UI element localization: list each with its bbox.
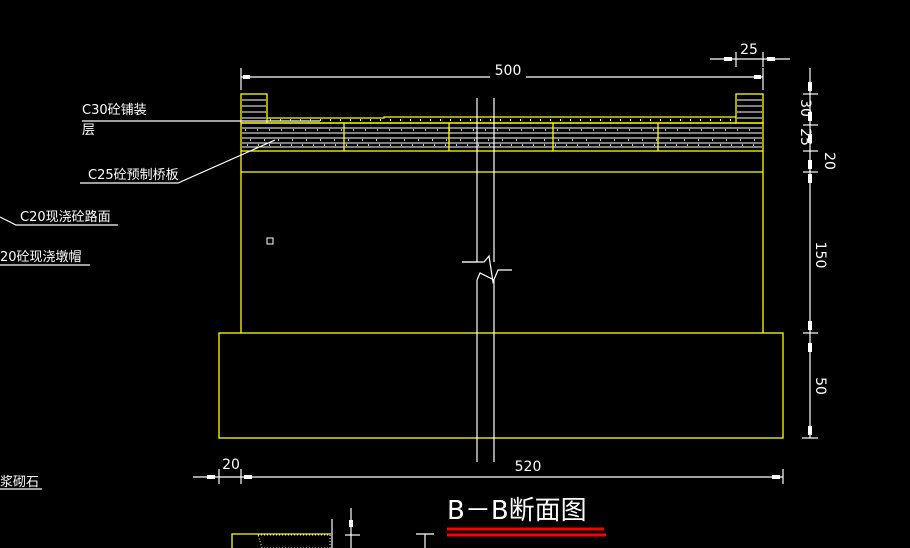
label-c30-paving: C30砼铺装 层 <box>82 103 320 138</box>
svg-text:20砼现浇墩帽: 20砼现浇墩帽 <box>0 249 82 265</box>
dim-text-520: 520 <box>515 459 542 475</box>
dim-text-500: 500 <box>495 63 522 79</box>
label-masonry: 浆砌石 <box>0 475 42 490</box>
break-line <box>462 98 513 462</box>
label-c20-road: C20现浇砼路面 <box>0 209 118 226</box>
partial-next-drawing <box>231 508 434 548</box>
dim-text-25: 25 <box>740 42 758 58</box>
section-title: B－B断面图 <box>447 496 606 537</box>
svg-text:浆砌石: 浆砌石 <box>0 475 39 490</box>
right-parapet <box>735 93 764 124</box>
title-text: B－B断面图 <box>447 496 587 526</box>
dim-text-20-vertical: 20 <box>821 152 837 170</box>
footing <box>218 332 784 439</box>
label-c20-cap: 20砼现浇墩帽 <box>0 249 90 266</box>
svg-text:层: 层 <box>82 123 95 138</box>
dimension-parapet-width: 25 <box>710 42 790 67</box>
c30-paving-layer <box>267 116 736 124</box>
left-parapet <box>240 93 268 124</box>
pier-body <box>240 151 764 333</box>
svg-text:C20现浇砼路面: C20现浇砼路面 <box>20 209 111 225</box>
c25-precast-slab <box>240 122 764 152</box>
svg-text:C30砼铺装: C30砼铺装 <box>82 103 147 118</box>
label-c25-slab: C25砼预制桥板 <box>80 139 276 184</box>
dim-text-50: 50 <box>812 377 828 395</box>
dim-text-25-vertical: 25 <box>797 128 813 146</box>
dim-text-30: 30 <box>797 99 813 117</box>
dim-text-150: 150 <box>812 242 828 269</box>
dimension-top-width: 500 <box>240 63 764 90</box>
svg-text:C25砼预制桥板: C25砼预制桥板 <box>88 168 179 183</box>
dim-text-20: 20 <box>222 457 240 473</box>
dimension-right-vertical: 30 25 20 150 50 <box>797 68 837 439</box>
dimension-bottom: 20 520 <box>193 457 784 484</box>
